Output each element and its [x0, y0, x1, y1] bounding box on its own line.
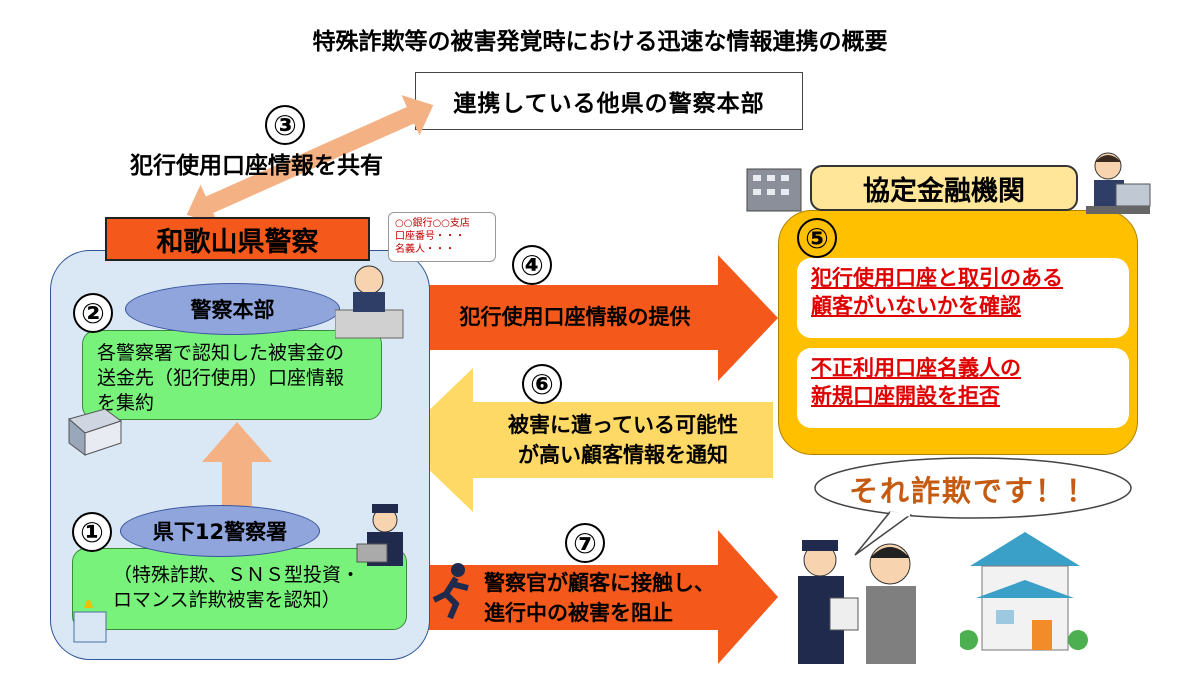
card-line-number: 口座番号・・・ — [395, 231, 465, 242]
diagram-title: 特殊詐欺等の被害発覚時における迅速な情報連携の概要 — [312, 29, 888, 55]
speech-bubble — [814, 457, 1132, 556]
step6-number: ⑥ — [522, 364, 562, 404]
stations-desc-line1: （特殊詐欺、ＳＮＳ型投資・ — [113, 564, 361, 586]
notify-line1: 被害に遭っている可能性 — [508, 413, 738, 437]
provide-label: 犯行使用口座情報の提供 — [459, 305, 691, 329]
contact-label: 警察官が顧客に接触し、 進行中の被害を阻止 — [470, 568, 740, 628]
officer-contacting-customer-illustration — [798, 540, 916, 664]
contact-line1: 警察官が顧客に接触し、 — [484, 571, 715, 595]
financial-institution-title: 協定金融機関 — [810, 165, 1078, 211]
hq-desc-line1: 各警察署で認知した被害金の — [97, 342, 345, 364]
share-double-arrow — [186, 95, 434, 225]
other-prefecture-hq-box: 連携している他県の警察本部 — [415, 72, 803, 130]
card-line-bank: ○○銀行○○支店 — [395, 218, 470, 229]
hq-desc-line3: を集約 — [97, 392, 155, 414]
hq-officer-illustration — [335, 265, 404, 339]
step4-number: ④ — [512, 245, 552, 285]
house-icon — [960, 532, 1088, 651]
card-line-holder: 名義人・・・ — [395, 244, 455, 255]
contact-line2: 進行中の被害を阻止 — [484, 601, 673, 625]
station-officer-illustration — [356, 504, 403, 566]
hq-description-box: 各警察署で認知した被害金の 送金先（犯行使用）口座情報 を集約 — [82, 330, 382, 420]
step5-number: ⑤ — [797, 218, 837, 258]
notify-arrow — [398, 368, 773, 512]
refuse-line2: 新規口座開設を拒否 — [811, 384, 1000, 408]
stations-desc-line2: ロマンス詐欺被害を認知） — [113, 589, 341, 611]
police-station-icon — [73, 600, 107, 643]
office-building-icon — [67, 408, 123, 456]
bank-building-icon — [746, 168, 802, 212]
running-officer-icon — [432, 563, 469, 620]
step3-number: ③ — [265, 105, 305, 145]
share-label: 犯行使用口座情報を共有 — [130, 153, 383, 179]
stations-description-box: （特殊詐欺、ＳＮＳ型投資・ ロマンス詐欺被害を認知） — [72, 548, 407, 630]
hq-desc-line2: 送金先（犯行使用）口座情報 — [97, 367, 345, 389]
stations-label: 県下12警察署 — [120, 505, 320, 557]
step2-number: ② — [73, 293, 113, 333]
refuse-line1: 不正利用口座名義人の — [811, 356, 1021, 380]
check-line2: 顧客がいないかを確認 — [811, 294, 1021, 318]
speech-bubble-text: それ詐欺です！！ — [848, 474, 1097, 508]
hq-label: 警察本部 — [125, 283, 340, 335]
contact-arrow — [428, 530, 778, 664]
step7-number: ⑦ — [565, 523, 605, 563]
wakayama-police-title: 和歌山県警察 — [105, 217, 370, 261]
step1-number: ① — [72, 512, 112, 552]
notify-label: 被害に遭っている可能性 が高い顧客情報を通知 — [478, 410, 768, 470]
report-up-arrow — [202, 422, 272, 506]
bank-clerk-illustration — [1086, 152, 1151, 214]
check-customers-box: 犯行使用口座と取引のある 顧客がいないかを確認 — [797, 258, 1129, 338]
refuse-account-box: 不正利用口座名義人の 新規口座開設を拒否 — [797, 348, 1129, 428]
check-line1: 犯行使用口座と取引のある — [811, 266, 1063, 290]
provide-arrow — [428, 255, 778, 381]
notify-line2: が高い顧客情報を通知 — [518, 443, 728, 467]
account-info-card: ○○銀行○○支店 口座番号・・・ 名義人・・・ — [388, 212, 496, 262]
